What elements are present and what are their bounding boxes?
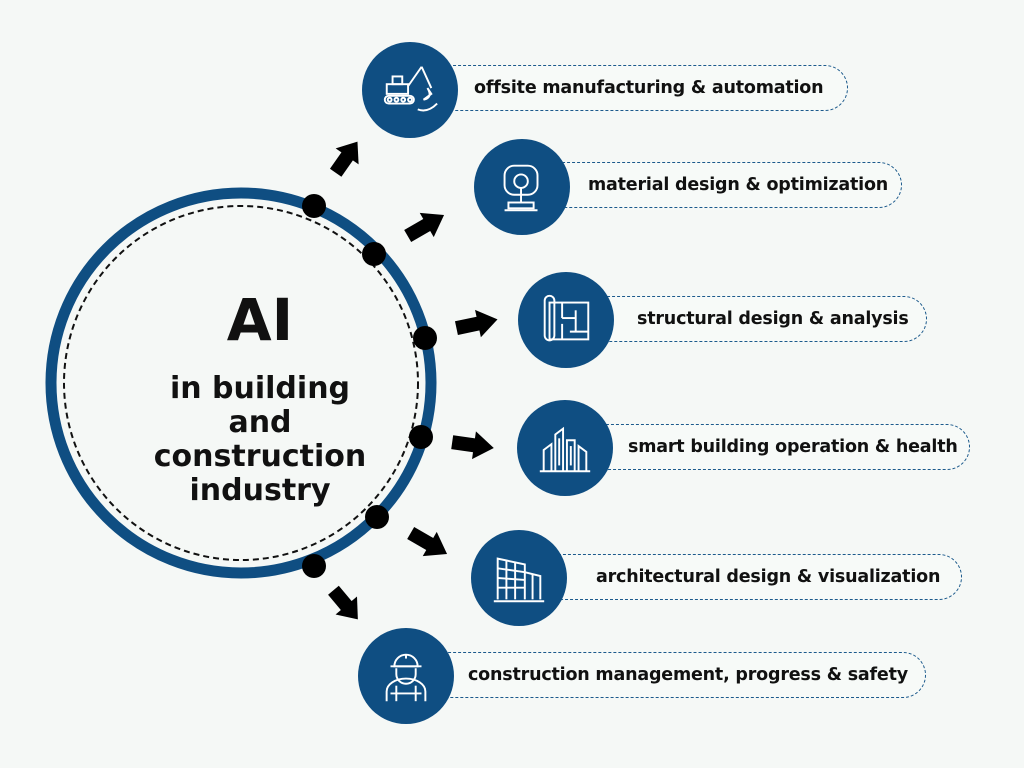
branch-smart-building-label: smart building operation & health: [628, 437, 958, 457]
center-line-1: in building: [169, 371, 351, 406]
arrow-structural: [454, 309, 498, 338]
branch-structural-pill: structural design & analysis: [567, 296, 927, 342]
branch-construction-mgmt-pill: construction management, progress & safe…: [408, 652, 926, 698]
arrow-material: [404, 212, 445, 243]
center-line-4: industry: [189, 473, 331, 508]
arrow-construction-mgmt: [328, 585, 358, 620]
worker-helmet-icon: [358, 628, 454, 724]
connector-dot: [362, 242, 386, 266]
branch-offsite-pill: offsite manufacturing & automation: [408, 65, 848, 111]
connector-dot: [365, 505, 389, 529]
outer-ring: [45, 187, 437, 579]
robot-arm-icon: [474, 139, 570, 235]
branch-construction-mgmt-label: construction management, progress & safe…: [468, 665, 908, 685]
blueprint-icon: [518, 272, 614, 368]
branch-material-label: material design & optimization: [588, 175, 889, 195]
arrow-architectural: [407, 526, 448, 557]
inner-dashed-ring: [63, 205, 419, 561]
connector-dot: [302, 554, 326, 578]
connector-dot: [413, 326, 437, 350]
office-building-icon: [471, 530, 567, 626]
branch-architectural-label: architectural design & visualization: [596, 567, 941, 587]
branch-material-pill: material design & optimization: [522, 162, 902, 208]
excavator-icon: [362, 42, 458, 138]
branch-architectural-pill: architectural design & visualization: [518, 554, 962, 600]
center-title: AI: [226, 286, 294, 354]
skyscrapers-icon: [517, 400, 613, 496]
connector-dot: [409, 425, 433, 449]
branch-offsite-label: offsite manufacturing & automation: [474, 78, 824, 98]
center-line-3: construction: [153, 439, 367, 474]
branch-structural-label: structural design & analysis: [637, 309, 909, 329]
center-line-2: and: [228, 405, 292, 440]
arrow-smart-building: [451, 431, 494, 460]
branch-smart-building-pill: smart building operation & health: [566, 424, 970, 470]
connector-dot: [302, 194, 326, 218]
arrow-offsite: [329, 141, 359, 177]
